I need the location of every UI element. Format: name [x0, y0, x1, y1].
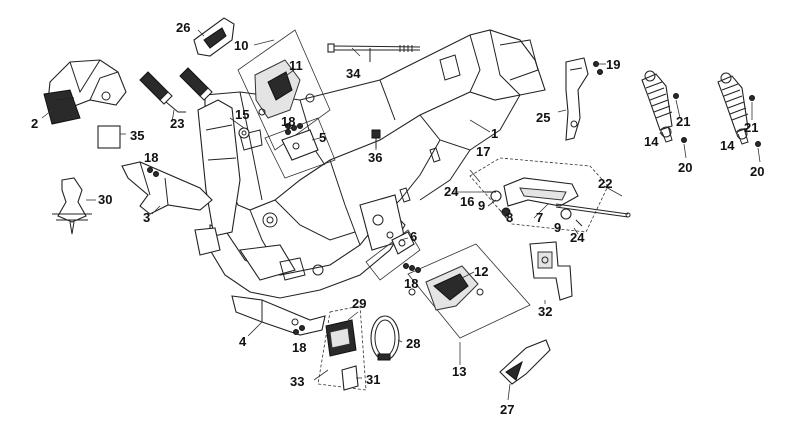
shock-fasteners [673, 93, 761, 147]
callout-24a: 24 [444, 184, 459, 199]
part-22-axle [555, 203, 631, 218]
callout-6: 6 [410, 229, 417, 244]
callout-24b: 24 [570, 230, 585, 245]
callout-31: 31 [366, 372, 380, 387]
callout-9a: 9 [478, 198, 485, 213]
callout-30: 30 [98, 192, 112, 207]
callout-32: 32 [538, 304, 552, 319]
callout-26: 26 [176, 20, 190, 35]
callout-12: 12 [474, 264, 488, 279]
part-27-cover [499, 339, 551, 385]
callout-14b: 14 [720, 138, 735, 153]
small-fasteners [147, 123, 305, 335]
callout-4: 4 [239, 334, 247, 349]
callout-25: 25 [536, 110, 550, 125]
part-4-footrest-bracket [231, 295, 326, 336]
callout-19: 19 [606, 57, 620, 72]
part-35-label [97, 125, 121, 149]
callout-labels: 1 2 3 4 5 6 7 8 9 9 10 11 12 13 14 14 15… [31, 20, 764, 417]
callout-20b: 20 [750, 164, 764, 179]
part-6-group [365, 229, 421, 281]
callout-21b: 21 [744, 120, 758, 135]
part-32-bracket [529, 241, 573, 301]
callout-17: 17 [476, 144, 490, 159]
part-33-group [317, 305, 367, 391]
part-2-front-carrier [43, 59, 127, 125]
callout-20a: 20 [678, 160, 692, 175]
callout-18c: 18 [404, 276, 418, 291]
part-23-grips [139, 67, 213, 113]
callout-23: 23 [170, 116, 184, 131]
callout-27: 27 [500, 402, 514, 417]
callout-28: 28 [406, 336, 420, 351]
callout-8: 8 [506, 210, 513, 225]
callout-35: 35 [130, 128, 144, 143]
callout-36: 36 [368, 150, 382, 165]
part-13-group [407, 243, 531, 339]
callout-29: 29 [352, 296, 366, 311]
callout-22: 22 [598, 176, 612, 191]
callout-14a: 14 [644, 134, 659, 149]
callout-1: 1 [491, 126, 498, 141]
callout-10: 10 [234, 38, 248, 53]
part-17-group [469, 157, 609, 233]
part-14-shock-right [717, 72, 749, 145]
callout-7: 7 [536, 210, 543, 225]
callout-18b: 18 [281, 114, 295, 129]
part-26-cover [193, 17, 235, 57]
callout-5: 5 [319, 130, 326, 145]
callout-21a: 21 [676, 114, 690, 129]
part-3-front-bracket [121, 161, 213, 215]
callout-18d: 18 [292, 340, 306, 355]
callout-33: 33 [290, 374, 304, 389]
part-34-bolt [327, 43, 421, 62]
callout-16: 16 [460, 194, 474, 209]
callout-15: 15 [235, 107, 249, 122]
part-5-group [239, 117, 336, 179]
part-10-group [237, 29, 331, 151]
callout-18a: 18 [144, 150, 158, 165]
part-14-shock-left [641, 70, 673, 143]
callout-9b: 9 [554, 220, 561, 235]
callout-2: 2 [31, 116, 38, 131]
callout-3: 3 [143, 210, 150, 225]
callout-11: 11 [289, 58, 303, 73]
part-25-rear-bracket [565, 57, 603, 141]
leader-lines [41, 29, 761, 401]
callout-34: 34 [346, 66, 361, 81]
callout-13: 13 [452, 364, 466, 379]
part-28-clamp [370, 315, 400, 361]
part-30-clip [52, 177, 92, 235]
part-36-bolt [371, 129, 381, 148]
part-15-nut [238, 127, 250, 139]
